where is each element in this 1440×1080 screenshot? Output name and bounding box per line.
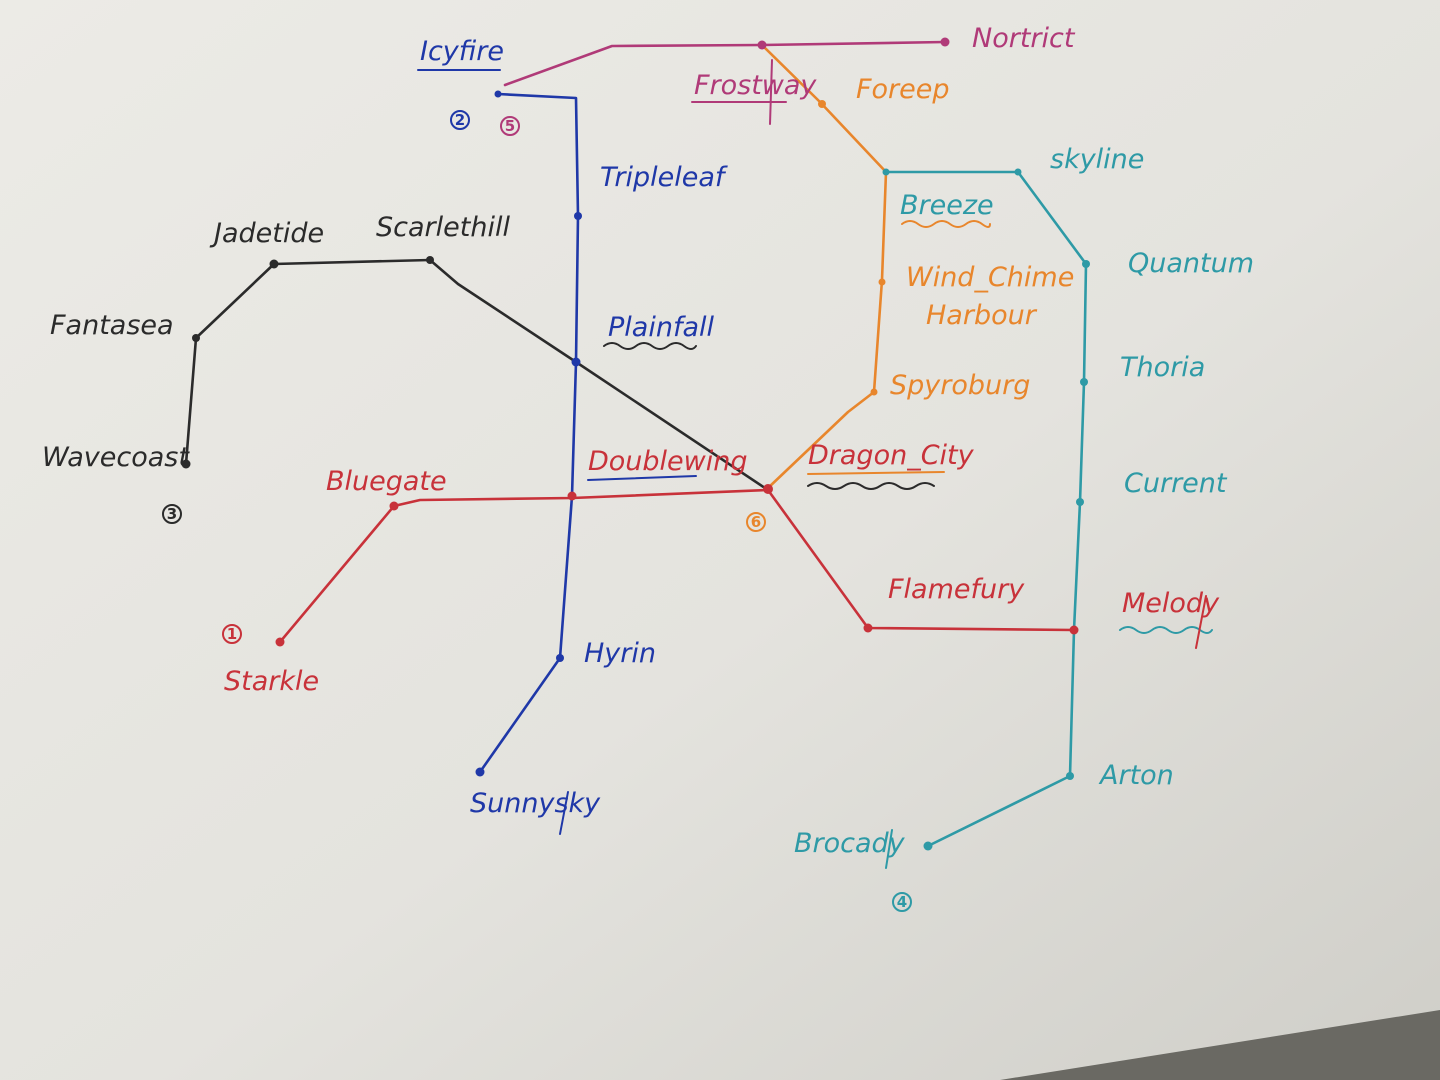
line-5-route bbox=[503, 40, 947, 87]
label-fantasea: Fantasea bbox=[50, 310, 174, 341]
line-2-marker: 2 bbox=[455, 111, 465, 129]
underline-dragon-city-squiggle bbox=[807, 482, 935, 490]
stop-spyroburg[interactable] bbox=[870, 388, 878, 396]
stop-foreep[interactable] bbox=[818, 100, 826, 108]
line-4-route bbox=[884, 170, 1088, 848]
line-6-marker: 6 bbox=[751, 513, 761, 531]
stop-sunnysky[interactable] bbox=[475, 767, 485, 777]
label-wavecoast: Wavecoast bbox=[42, 442, 190, 473]
stop-jadetide[interactable] bbox=[269, 259, 279, 269]
tick-sunnysky bbox=[559, 791, 569, 835]
stop-wind-chime-harbour[interactable] bbox=[878, 278, 886, 286]
stop-melody[interactable] bbox=[1069, 625, 1079, 635]
label-jadetide: Jadetide bbox=[209, 218, 324, 249]
line-5-marker: 5 bbox=[505, 117, 515, 135]
stop-dragon-city[interactable] bbox=[763, 484, 773, 494]
line-4-marker: 4 bbox=[897, 893, 907, 911]
stop-bluegate[interactable] bbox=[389, 501, 399, 511]
label-nortrict: Nortrict bbox=[972, 23, 1076, 54]
line-3-marker: 3 bbox=[167, 505, 177, 523]
stop-frostway[interactable] bbox=[757, 40, 767, 50]
line-1-marker: 1 bbox=[227, 625, 237, 643]
label-doublewing: Doublewing bbox=[588, 446, 748, 477]
underline-plainfall bbox=[603, 342, 697, 350]
line-5-marker-ring bbox=[500, 116, 520, 136]
line-2-marker-ring bbox=[450, 110, 470, 130]
stop-starkle[interactable] bbox=[275, 637, 285, 647]
stop-wavecoast[interactable] bbox=[181, 459, 191, 469]
stop-scarlethill[interactable] bbox=[426, 256, 434, 264]
stop-fantasea[interactable] bbox=[192, 334, 200, 342]
label-skyline: skyline bbox=[1050, 144, 1144, 175]
stop-plainfall[interactable] bbox=[571, 357, 581, 367]
label-foreep: Foreep bbox=[856, 74, 950, 105]
stop-flamefury[interactable] bbox=[863, 623, 873, 633]
label-sunnysky: Sunnysky bbox=[470, 788, 601, 819]
label-breeze: Breeze bbox=[900, 190, 994, 221]
underline-doublewing bbox=[587, 475, 697, 481]
line-3-marker-ring bbox=[162, 504, 182, 524]
tick-frostway bbox=[769, 59, 773, 125]
label-spyroburg: Spyroburg bbox=[890, 370, 1030, 401]
label-scarlethill: Scarlethill bbox=[376, 212, 510, 243]
label-arton: Arton bbox=[1098, 760, 1174, 791]
line-6-marker-ring bbox=[746, 512, 766, 532]
tick-melody bbox=[1195, 595, 1207, 649]
underline-dragon-city bbox=[807, 471, 945, 475]
label-plainfall: Plainfall bbox=[608, 312, 714, 343]
stop-icyfire[interactable] bbox=[494, 90, 502, 98]
stop-arton[interactable] bbox=[1066, 772, 1074, 780]
stop-hyrin[interactable] bbox=[556, 654, 564, 662]
label-brocady: Brocady bbox=[794, 828, 906, 859]
tick-brocady bbox=[885, 829, 893, 869]
line-4-marker-ring bbox=[892, 892, 912, 912]
label-frostway: Frostway bbox=[694, 70, 817, 101]
label-hyrin: Hyrin bbox=[584, 638, 656, 669]
stop-nortrict[interactable] bbox=[940, 37, 950, 47]
label-tripleleaf: Tripleleaf bbox=[600, 162, 728, 193]
stop-breeze[interactable] bbox=[882, 168, 890, 176]
stop-current[interactable] bbox=[1076, 498, 1084, 506]
stop-quantum[interactable] bbox=[1082, 260, 1090, 268]
label-thoria: Thoria bbox=[1120, 352, 1205, 383]
line-1-marker-ring bbox=[222, 624, 242, 644]
label-harbour: Harbour bbox=[926, 300, 1038, 331]
stop-skyline[interactable] bbox=[1014, 168, 1022, 176]
label-starkle: Starkle bbox=[224, 666, 319, 697]
label-dragon-city: Dragon_City bbox=[808, 440, 975, 471]
stop-tripleleaf[interactable] bbox=[574, 212, 582, 220]
label-flamefury: Flamefury bbox=[888, 574, 1025, 605]
label-bluegate: Bluegate bbox=[326, 466, 447, 497]
label-current: Current bbox=[1124, 468, 1228, 499]
label-quantum: Quantum bbox=[1128, 248, 1254, 279]
label-wind-chime: Wind_Chime bbox=[906, 262, 1074, 293]
stop-brocady[interactable] bbox=[923, 841, 933, 851]
stop-doublewing[interactable] bbox=[567, 491, 577, 501]
underline-breeze bbox=[901, 220, 991, 228]
label-icyfire: Icyfire bbox=[420, 36, 504, 67]
stop-thoria[interactable] bbox=[1080, 378, 1088, 386]
